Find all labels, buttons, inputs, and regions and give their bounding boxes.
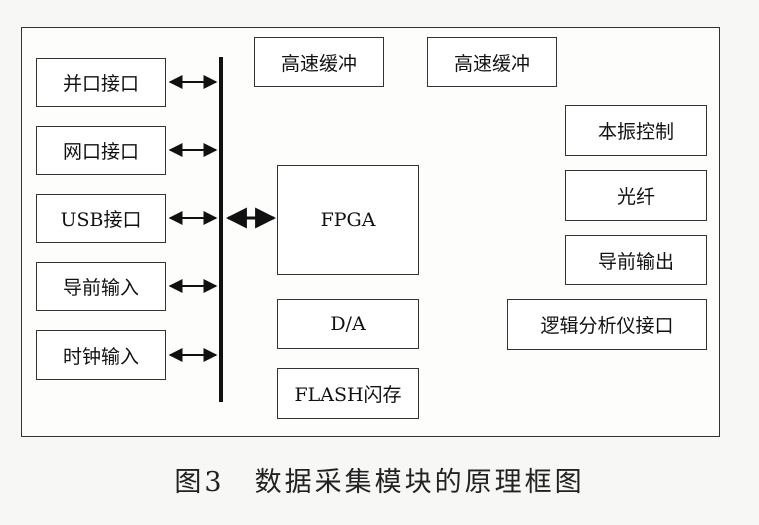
clock-input: 时钟输入 [36,330,166,380]
flash-memory-block: FLASH闪存 [277,368,419,419]
fpga-block: FPGA [277,165,419,275]
network-port-interface: 网口接口 [36,126,166,175]
usb-interface: USB接口 [36,194,166,243]
logic-analyzer-interface: 逻辑分析仪接口 [507,299,707,350]
optical-fiber: 光纤 [565,170,707,221]
high-speed-buffer-1: 高速缓冲 [254,37,384,87]
figure-caption: 图3 数据采集模块的原理框图 [174,467,585,498]
parallel-port-interface: 并口接口 [36,58,166,107]
local-oscillator-control: 本振控制 [565,105,707,156]
guide-output: 导前输出 [565,235,707,285]
high-speed-buffer-2: 高速缓冲 [427,37,557,87]
guide-input: 导前输入 [36,262,166,311]
da-converter-block: D/A [277,299,419,349]
